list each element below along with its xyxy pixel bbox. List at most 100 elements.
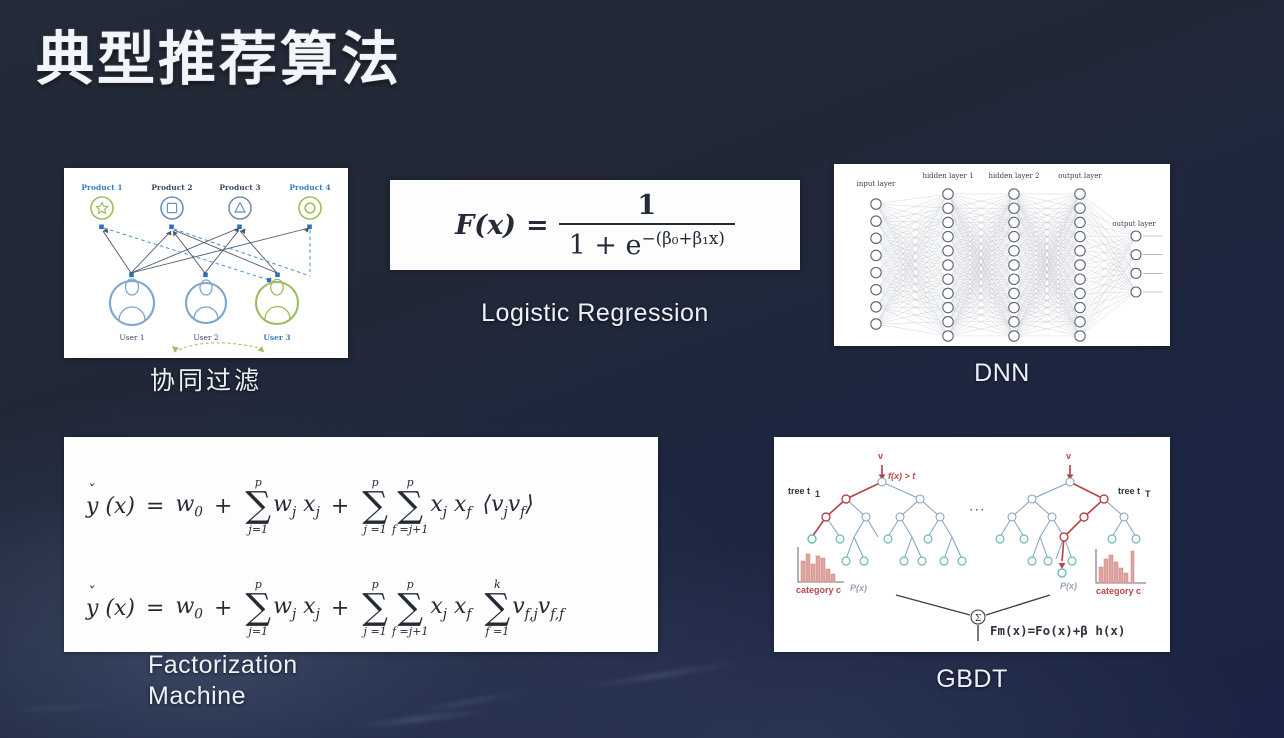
panel-gbdt: tree t 1 f(x) > t v (774, 437, 1170, 652)
dnn-neuron (1008, 273, 1020, 285)
dnn-neuron (1074, 273, 1086, 285)
slide-title: 典型推荐算法 (36, 27, 403, 92)
sum-upper-limit: k (494, 578, 501, 591)
product-label: Product 2 (151, 183, 192, 192)
square-icon (166, 202, 178, 214)
fm-sum-1-body: wj xj (273, 491, 320, 521)
gbdt-sum-symbol: Σ (975, 614, 981, 624)
dnn-layer-label: output layer (1058, 172, 1102, 180)
sum-lower-limit: j=1 (248, 523, 269, 536)
dnn-neuron (1008, 259, 1020, 271)
dnn-neuron (1074, 301, 1086, 314)
gbdt-root-arrow-left (878, 474, 886, 480)
collaborative-filtering-diagram: Product 1 Product 2 Product 3 Product 4 (64, 168, 348, 358)
dnn-neuron (942, 259, 954, 271)
dnn-neuron (870, 301, 882, 313)
sum-lower-limit: f =j+1 (391, 523, 429, 536)
panel-collaborative-filtering: Product 1 Product 2 Product 3 Product 4 (64, 168, 348, 358)
fm-equals: = (146, 595, 165, 621)
dnn-layer-label: hidden layer 2 (988, 172, 1039, 180)
fm-sum-2: p ∑ j =1 (362, 579, 388, 637)
fm-factor-body: vf,jvf,f (512, 593, 565, 623)
gbdt-right-histogram: category c (1095, 549, 1146, 596)
dnn-neuron (942, 202, 954, 214)
gbdt-right-selected-leaf (1057, 568, 1067, 578)
sum-lower-limit: j =1 (363, 625, 387, 638)
user-label: User 1 (119, 333, 144, 342)
similarity-arc (173, 342, 261, 353)
sum-upper-limit: p (406, 476, 414, 489)
fm-sum-1: p ∑ j=1 (245, 579, 271, 637)
product-label: Product 3 (219, 183, 260, 192)
dnn-neuron (942, 245, 954, 257)
caption-collaborative-filtering: 协同过滤 (149, 367, 262, 395)
dnn-diagram: input layer hidden layer 1 hidden layer … (834, 164, 1170, 346)
dnn-neuron (942, 188, 954, 200)
dnn-neuron (942, 287, 954, 300)
logistic-regression-formula: F(x) = 1 1 + e−(β₀+β₁x) (455, 190, 735, 261)
user-node (129, 272, 280, 278)
gbdt-tree-label-right-sub: T (1145, 489, 1151, 499)
caption-line-2: Machine (148, 681, 246, 710)
gbdt-sum-node (970, 609, 986, 625)
dnn-neuron (942, 316, 954, 328)
cf-dashed-edges (103, 227, 311, 281)
product-icon-square-ring (160, 196, 184, 220)
gbdt-leaf-arrow-right (1058, 563, 1066, 569)
fm-sum-2: p ∑ j =1 (362, 477, 388, 535)
sum-lower-limit: j=1 (248, 625, 269, 638)
gbdt-input-marker-left: v (878, 451, 883, 461)
denominator-base: 1 + e (568, 229, 642, 261)
user-label: User 2 (193, 333, 219, 342)
dnn-layer-label: input layer (857, 180, 896, 188)
dnn-neuron (1008, 230, 1020, 243)
fm-pair-body: xj xf (430, 491, 472, 521)
dnn-neuron (1074, 230, 1086, 243)
fm-sum-3: p ∑ f =j+1 (392, 477, 428, 535)
gbdt-tree-label-left: tree t (788, 486, 810, 496)
caption-gbdt: GBDT (936, 665, 1008, 693)
gbdt-histogram-label-left: category c (796, 585, 841, 595)
caption-line-1: Factorization (148, 651, 298, 679)
sum-lower-limit: f =j+1 (391, 625, 429, 638)
similarity-arrow (257, 346, 265, 353)
dnn-neuron (1074, 330, 1086, 342)
cf-dashed-arrowheads (267, 278, 272, 283)
sum-upper-limit: p (254, 476, 262, 489)
dnn-neuron (1130, 249, 1142, 261)
sum-upper-limit: p (371, 476, 379, 489)
dnn-edges (875, 193, 1137, 337)
gbdt-prob-left: P(x) (850, 583, 867, 593)
fraction-bar (558, 222, 735, 225)
fm-pair-body: xj xf (430, 593, 472, 623)
triangle-icon (234, 201, 246, 213)
fm-equals: = (146, 493, 165, 519)
star-icon (95, 201, 109, 215)
dnn-neuron (1008, 245, 1020, 257)
dnn-nodes (870, 188, 1162, 342)
dnn-neuron (1074, 259, 1086, 271)
dnn-neuron (1008, 316, 1020, 328)
dnn-neuron (870, 318, 882, 330)
dnn-neuron (1130, 286, 1142, 298)
gbdt-left-selected-leaf (807, 534, 817, 544)
sigma-icon: ∑ (362, 485, 388, 526)
gbdt-root-arrow-right (1066, 474, 1074, 480)
similarity-arrow (172, 346, 179, 353)
product-node (99, 224, 312, 230)
caption-logistic-regression: Logistic Regression (481, 299, 709, 327)
product-icon-star-ring (90, 196, 114, 220)
sigma-icon: ∑ (362, 587, 388, 628)
dnn-neuron (870, 283, 882, 296)
sum-lower-limit: j =1 (363, 523, 387, 536)
panel-dnn: input layer hidden layer 1 hidden layer … (834, 164, 1170, 346)
dnn-neuron (942, 230, 954, 243)
dnn-neuron (870, 266, 882, 279)
sigma-icon: ∑ (245, 587, 272, 628)
formula-numerator: 1 (637, 189, 657, 221)
